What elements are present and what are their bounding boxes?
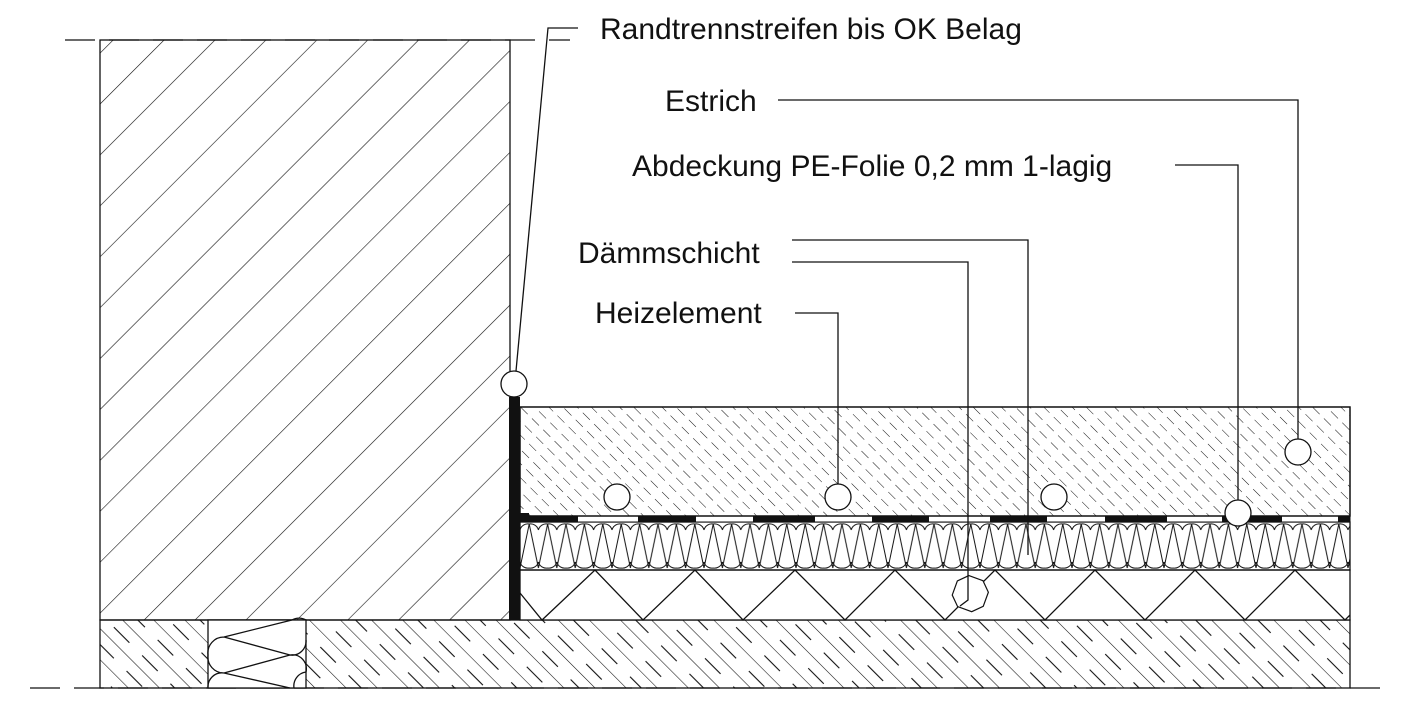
marker-heating-element [951, 574, 990, 613]
leader-screed [778, 99, 1299, 439]
marker-edge-strip [500, 370, 528, 398]
label-insulation: Dämmschicht [578, 237, 760, 270]
slab-insulation-block [207, 617, 308, 689]
heating-pipe [1040, 483, 1068, 511]
wall [99, 39, 511, 621]
concrete-slab [99, 619, 1351, 689]
label-screed: Estrich [665, 85, 757, 118]
heating-pipe [603, 483, 631, 511]
heating-pipe [824, 483, 852, 511]
levelling-layer [519, 569, 1351, 621]
marker-cover [1224, 499, 1252, 527]
insulation-layer [519, 521, 1351, 571]
label-edge-strip: Randtrennstreifen bis OK Belag [600, 13, 1022, 46]
leader-insulation-1 [792, 239, 1029, 555]
leader-heating [795, 312, 839, 484]
label-heating: Heizelement [595, 297, 762, 330]
screed-layer [519, 406, 1351, 517]
leader-insulation-2 [792, 261, 969, 607]
edge-insulation-strip [509, 397, 520, 620]
marker-screed [1284, 438, 1312, 466]
leader-cover [1175, 164, 1239, 500]
leader-edge-strip [515, 27, 578, 372]
label-cover: Abdeckung PE-Folie 0,2 mm 1-lagig [632, 150, 1112, 183]
